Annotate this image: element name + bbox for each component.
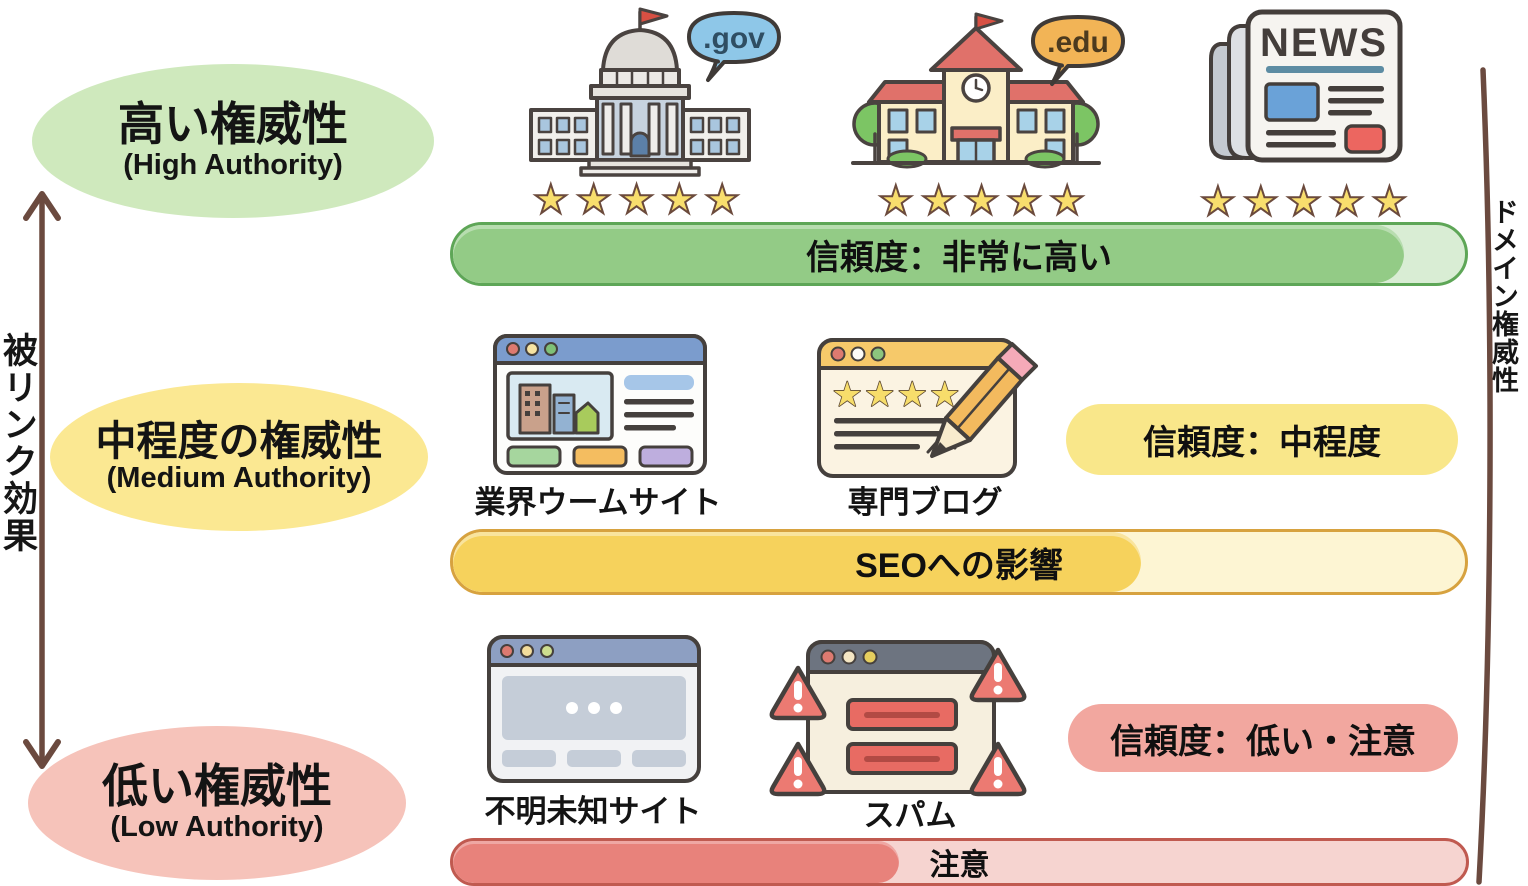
domain-authority-axis-line (1466, 66, 1502, 886)
gov-bubble-text: .gov (703, 22, 765, 55)
low-authority-title: 低い権威性 (102, 760, 332, 813)
news-masthead-text: NEWS (1260, 21, 1388, 65)
seo-impact-bar: SEOへの影響 (450, 529, 1468, 595)
high-trust-bar-label: 信頼度：非常に高い (806, 238, 1112, 277)
backlink-effect-arrow (18, 188, 66, 772)
double-arrow-icon (23, 191, 61, 769)
high-authority-subtitle: (High Authority) (123, 148, 343, 181)
medium-authority-subtitle: (Medium Authority) (106, 462, 372, 495)
spam-icon (769, 628, 1032, 814)
high-authority-title: 高い権威性 (118, 98, 348, 151)
news-site-icon: NEWS (1196, 4, 1408, 166)
gov-bubble: .gov (684, 6, 784, 86)
medium-authority-ellipse: 中程度の権威性 (Medium Authority) (50, 383, 428, 531)
gov-star-rating: ★★★★★ (532, 178, 748, 222)
backlink-effect-label: 被リンク効果 (0, 332, 37, 554)
caution-bar-fill (453, 841, 899, 883)
edu-bubble: .edu (1028, 10, 1128, 90)
gov-site-icon (505, 6, 775, 178)
vertical-line-icon (1476, 67, 1493, 885)
caution-bar-label: 注意 (929, 849, 990, 882)
expert-blog-label: 専門ブログ (847, 485, 1003, 520)
news-star-rating: ★★★★★ (1199, 180, 1415, 224)
unknown-site-label: 不明未知サイト (484, 794, 702, 829)
edu-bubble-text: .edu (1047, 26, 1109, 59)
edu-star-rating: ★★★★★ (877, 179, 1093, 223)
high-trust-bar: 信頼度：非常に高い (450, 222, 1468, 286)
domain-authority-label: ドメイン権威性 (1488, 198, 1518, 394)
expert-blog-icon: ★★★★ (816, 332, 1048, 482)
unknown-site-icon (486, 634, 702, 784)
medium-authority-title: 中程度の権威性 (95, 417, 383, 464)
school-site-icon (845, 12, 1107, 174)
seo-impact-bar-label: SEOへの影響 (855, 546, 1063, 585)
industry-website-icon (492, 333, 708, 476)
medium-trust-badge: 信頼度：中程度 (1066, 404, 1458, 475)
warning-triangle-icon (769, 647, 1027, 797)
high-authority-ellipse: 高い権威性 (High Authority) (32, 64, 434, 218)
caution-bar: 注意 (450, 838, 1469, 886)
low-authority-subtitle: (Low Authority) (110, 810, 324, 843)
low-trust-badge: 信頼度：低い・注意 (1068, 704, 1458, 772)
spam-label: スパム (863, 798, 957, 833)
high-trust-bar-fill (453, 225, 1405, 283)
blog-star-rating: ★★★★ (832, 376, 962, 414)
seo-impact-bar-fill (453, 532, 1142, 592)
industry-website-label: 業界ウームサイト (474, 485, 722, 520)
low-authority-ellipse: 低い権威性 (Low Authority) (28, 726, 406, 880)
